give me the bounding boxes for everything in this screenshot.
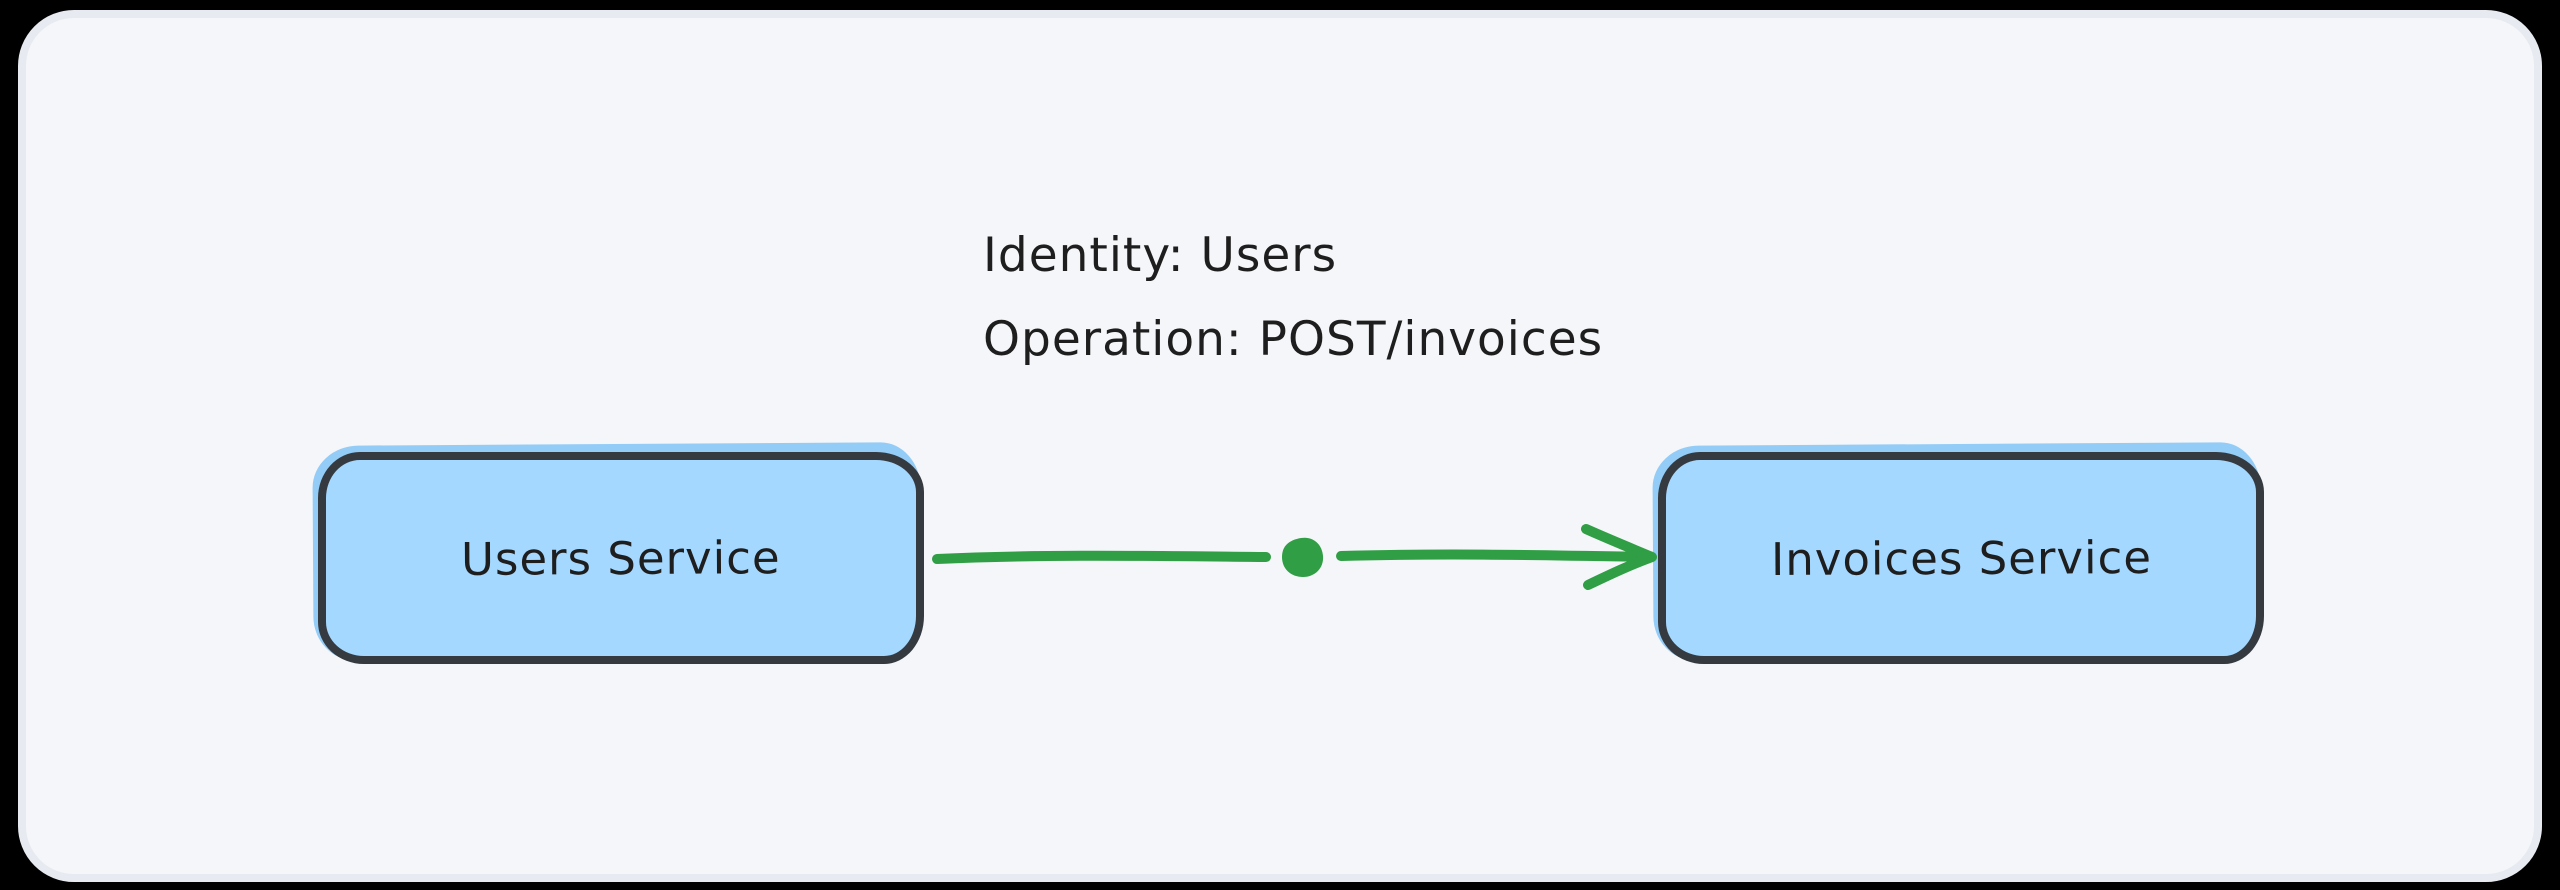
node-invoices-service-label: Invoices Service bbox=[1770, 530, 2152, 586]
arrow-head bbox=[1581, 524, 1657, 590]
node-invoices-service-shape: Invoices Service bbox=[1658, 452, 2264, 664]
arrow-segment-left bbox=[932, 550, 1271, 564]
node-users-service-label: Users Service bbox=[461, 530, 781, 586]
node-users-service-shape: Users Service bbox=[318, 452, 924, 664]
arrow-segment-right bbox=[1336, 549, 1655, 562]
arrow-midpoint-dot bbox=[1282, 537, 1324, 577]
annotation-operation-line: Operation: POST/invoices bbox=[983, 312, 1604, 367]
annotation-identity-line: Identity: Users bbox=[983, 228, 1338, 283]
node-invoices-service: Invoices Service bbox=[1652, 442, 2264, 664]
arrow-users-to-invoices bbox=[932, 524, 1657, 590]
node-users-service: Users Service bbox=[312, 442, 924, 664]
whiteboard-canvas: Identity: Users Operation: POST/invoices… bbox=[18, 10, 2542, 882]
edge-annotation: Identity: Users Operation: POST/invoices bbox=[983, 214, 1603, 382]
